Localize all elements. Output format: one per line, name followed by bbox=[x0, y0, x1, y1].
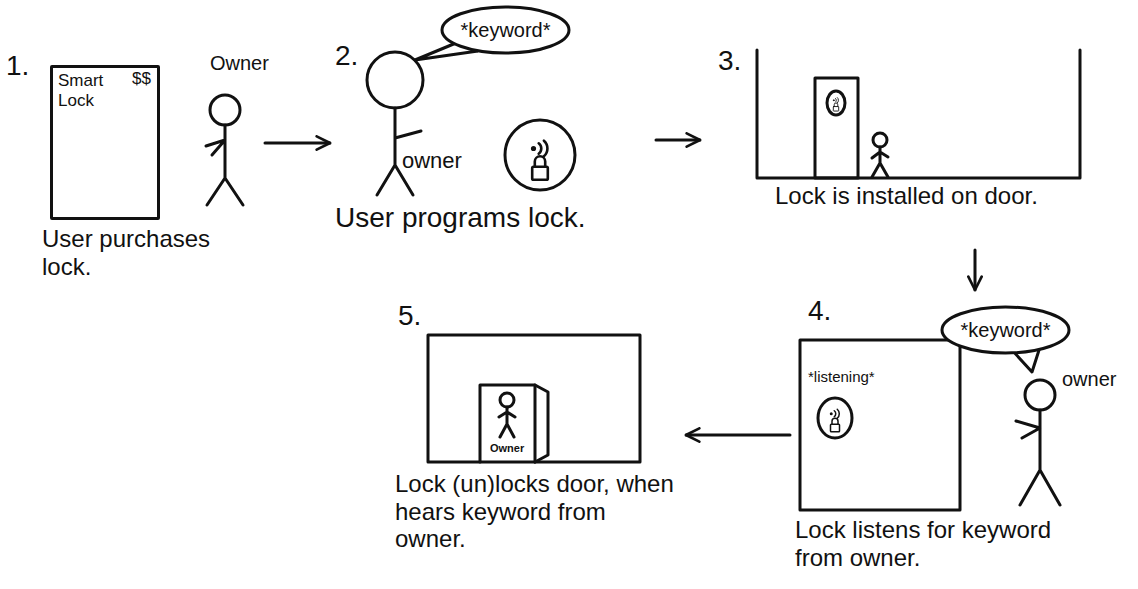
flow-arrow bbox=[265, 142, 330, 145]
step-panel: 3. Lock is installed on door. bbox=[700, 40, 1100, 250]
step-caption: User purchases lock. bbox=[42, 225, 242, 280]
lock-package: Smart Lock $$ bbox=[50, 65, 160, 220]
flow-arrow bbox=[656, 139, 700, 142]
room bbox=[800, 340, 960, 510]
figure-label: owner bbox=[402, 148, 462, 173]
step-panel: 1. User purchases lock. Smart Lock $$ bbox=[0, 50, 265, 300]
step-number: 2. bbox=[335, 40, 358, 72]
figure-label: Owner bbox=[490, 442, 524, 455]
speech-text: *keyword* bbox=[460, 19, 550, 42]
step-panel: 2. User programs lock. *keyword* bbox=[330, 0, 656, 250]
step-panel: 4. Lock listens for keyword from owner. *k… bbox=[790, 290, 1111, 589]
room bbox=[428, 335, 640, 462]
step-caption: User programs lock. bbox=[335, 202, 650, 234]
step-number: 4. bbox=[808, 295, 831, 327]
step-caption: Lock is installed on door. bbox=[775, 182, 1065, 210]
step-caption: Lock listens for keyword from owner. bbox=[795, 516, 1105, 571]
owner-figure bbox=[367, 52, 423, 195]
figure-label: owner bbox=[1062, 368, 1116, 391]
step-number: 5. bbox=[398, 300, 421, 332]
speech-text: *keyword* bbox=[960, 319, 1050, 342]
step-number: 3. bbox=[718, 45, 741, 77]
package-text: Smart Lock bbox=[58, 71, 116, 110]
step-caption: Lock (un)locks door, when hears keyword … bbox=[395, 470, 680, 553]
figure-label: Owner bbox=[210, 52, 269, 75]
figure-label: *listening* bbox=[808, 368, 875, 385]
flow-arrow bbox=[686, 434, 790, 437]
owner-figure bbox=[206, 95, 243, 205]
speech-bubble: *keyword* bbox=[940, 305, 1071, 355]
owner-figure bbox=[1016, 380, 1060, 505]
step-number: 1. bbox=[6, 50, 29, 82]
flow-arrow bbox=[974, 250, 977, 290]
price-text: $$ bbox=[132, 69, 151, 89]
room bbox=[757, 50, 1080, 178]
step-panel: 5. Lock (un)locks door, when hears keywor… bbox=[380, 300, 686, 589]
speech-bubble: *keyword* bbox=[440, 5, 571, 55]
smart-lock bbox=[505, 120, 575, 190]
